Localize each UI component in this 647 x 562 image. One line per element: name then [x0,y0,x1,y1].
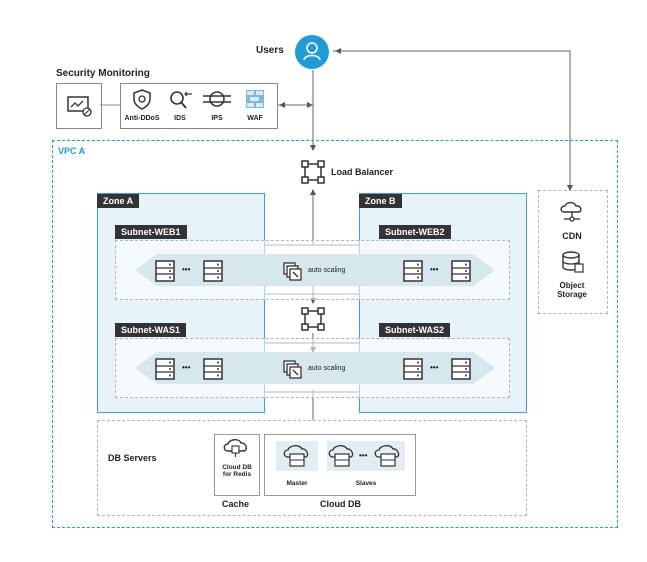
auto-scaling-icon [283,360,302,379]
cloud-db-redis-icon [223,439,248,457]
web-auto-scaling-label: auto scaling [308,267,346,274]
security-item-label: IDS [174,115,186,122]
was2-server-group: ••• [403,358,481,385]
db-server-icon [328,445,400,467]
load-balancer-label: Load Balancer [331,167,394,177]
ellipsis: ••• [182,363,191,372]
security-title: Security Monitoring [56,68,150,79]
subnet-was1-label: Subnet-WAS1 [115,323,187,337]
firewall-icon [203,91,231,107]
was1-server-group: ••• [155,358,233,385]
ellipsis: ••• [359,451,368,460]
zone-b-label: Zone B [359,194,402,208]
master-db [276,441,318,471]
web2-server-group: ••• [403,260,481,287]
web1-server-group: ••• [155,260,233,287]
ellipsis: ••• [182,265,191,274]
slaves-label: Slaves [355,480,377,487]
object-storage-label-1: Object [559,281,585,290]
internal-load-balancer [301,307,325,336]
db-server-icon [283,445,309,467]
waf-brick-icon [246,90,264,108]
web-auto-scaling [283,262,303,287]
db-servers-title: DB Servers [108,453,157,463]
cdn-node: CDN [538,200,606,241]
subnet-was2-label: Subnet-WAS2 [379,323,451,337]
load-balancer-node [301,160,325,189]
security-item-label: WAF [247,115,263,122]
user-icon [295,35,329,69]
was-auto-scaling-label: auto scaling [308,365,346,372]
security-item-waf: WAF [237,88,273,122]
load-balancer-icon [301,307,325,331]
server-icon [403,358,423,380]
load-balancer-icon [301,160,325,184]
server-icon [451,358,471,380]
subnet-web1-label: Subnet-WEB1 [115,225,187,239]
ellipsis: ••• [430,265,439,274]
auto-scaling-icon [283,262,302,281]
security-link [100,104,120,106]
security-monitor-box [56,83,102,129]
security-item-ids: IDS [163,88,197,122]
ellipsis: ••• [430,363,439,372]
security-item-label: Anti-DDoS [124,115,160,122]
cache-box: Cloud DB for Redis [214,434,260,496]
cdn-label: CDN [562,231,582,241]
vpc-boundary [52,140,618,528]
redis-label-1: Cloud DB [222,464,252,471]
redis-label-2: for Redis [222,471,252,478]
shield-icon [133,89,151,110]
server-icon [155,358,175,380]
monitor-shield-icon [67,96,92,117]
object-storage-label-2: Storage [557,290,587,299]
server-icon [203,358,223,380]
server-icon [451,260,471,282]
cloud-network-icon [560,201,582,222]
was-auto-scaling [283,360,303,385]
master-label: Master [286,480,308,487]
storage-icon [562,251,584,273]
users-node [295,35,331,71]
zone-a-label: Zone A [97,194,140,208]
security-item-anti-ddos: Anti-DDoS [123,88,161,122]
server-icon [203,260,223,282]
server-icon [403,260,423,282]
vpc-label: VPC A [58,146,86,156]
cloud-db-label: Cloud DB [320,499,361,509]
users-label: Users [256,45,284,56]
subnet-web2-label: Subnet-WEB2 [379,225,451,239]
search-arrow-icon [170,91,192,109]
object-storage-node: Object Storage [538,250,606,299]
security-item-label: IPS [211,115,223,122]
security-item-ips: IPS [199,88,235,122]
server-icon [155,260,175,282]
slaves-db: ••• [327,441,405,471]
cache-label: Cache [222,499,250,509]
security-tools-box: Anti-DDoS IDS IPS WAF [120,83,278,129]
